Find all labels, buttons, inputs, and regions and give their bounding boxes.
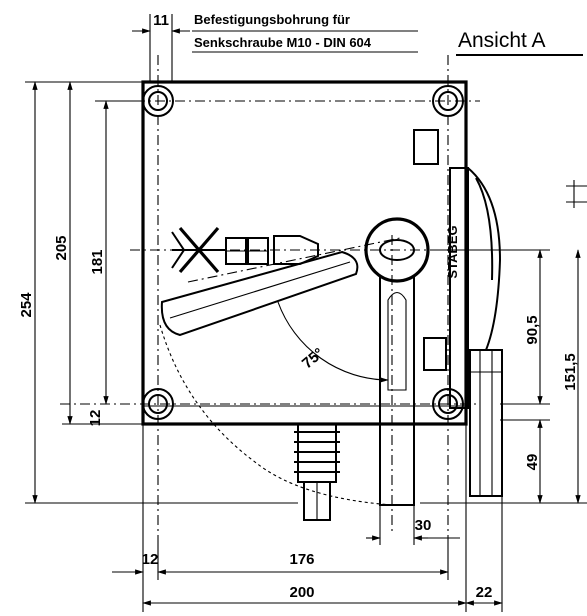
dim-151-5: 151,5 xyxy=(562,249,581,504)
dim-254: 254 xyxy=(18,81,298,504)
mounting-note: 11 Befestigungsbohrung für Senkschraube … xyxy=(132,12,418,82)
dim-176-label: 176 xyxy=(289,551,314,568)
dim-205: 205 xyxy=(53,81,143,425)
cable-gland xyxy=(294,424,340,521)
housing-plate xyxy=(141,80,469,426)
dim-30-label: 30 xyxy=(415,517,432,534)
angle-label: 75° xyxy=(299,345,327,373)
right-mechanism xyxy=(413,129,503,497)
note-line-2: Senkschraube M10 - DIN 604 xyxy=(194,35,372,50)
brand-label: STABEG xyxy=(445,225,460,278)
dim-151-5-label: 151,5 xyxy=(562,353,579,391)
dim-30: 30 xyxy=(366,505,460,545)
side-marker xyxy=(566,180,587,208)
dim-176: 176 xyxy=(157,535,449,580)
dim-49: 49 xyxy=(420,419,587,504)
dim-22-label: 22 xyxy=(476,584,493,601)
small-blocks xyxy=(225,235,319,265)
dim-200: 200 xyxy=(142,424,467,612)
dim-12-left: 12 xyxy=(87,410,104,427)
tilted-lever xyxy=(160,250,359,337)
note-dim-11: 11 xyxy=(153,12,169,29)
dim-205-label: 205 xyxy=(53,235,70,260)
center-lines xyxy=(60,55,550,535)
dim-12-left-label: 12 xyxy=(87,410,104,427)
dim-90-5-label: 90,5 xyxy=(524,315,541,344)
dim-181-label: 181 xyxy=(89,249,106,274)
view-title: Ansicht A xyxy=(456,29,583,56)
view-title-text: Ansicht A xyxy=(458,29,546,52)
note-line-1: Befestigungsbohrung für xyxy=(194,12,350,27)
dim-254-label: 254 xyxy=(18,292,35,318)
dim-200-label: 200 xyxy=(289,584,314,601)
dim-12-bottom-label: 12 xyxy=(142,551,159,568)
swing-arc xyxy=(159,301,393,506)
dim-181: 181 xyxy=(89,100,143,405)
vertical-handle xyxy=(364,217,430,506)
dim-12-bottom: 12 xyxy=(112,424,158,612)
dim-90-5: 90,5 xyxy=(500,249,550,405)
dim-22: 22 xyxy=(465,496,503,612)
x-symbol xyxy=(171,226,226,274)
dim-49-label: 49 xyxy=(524,454,541,471)
